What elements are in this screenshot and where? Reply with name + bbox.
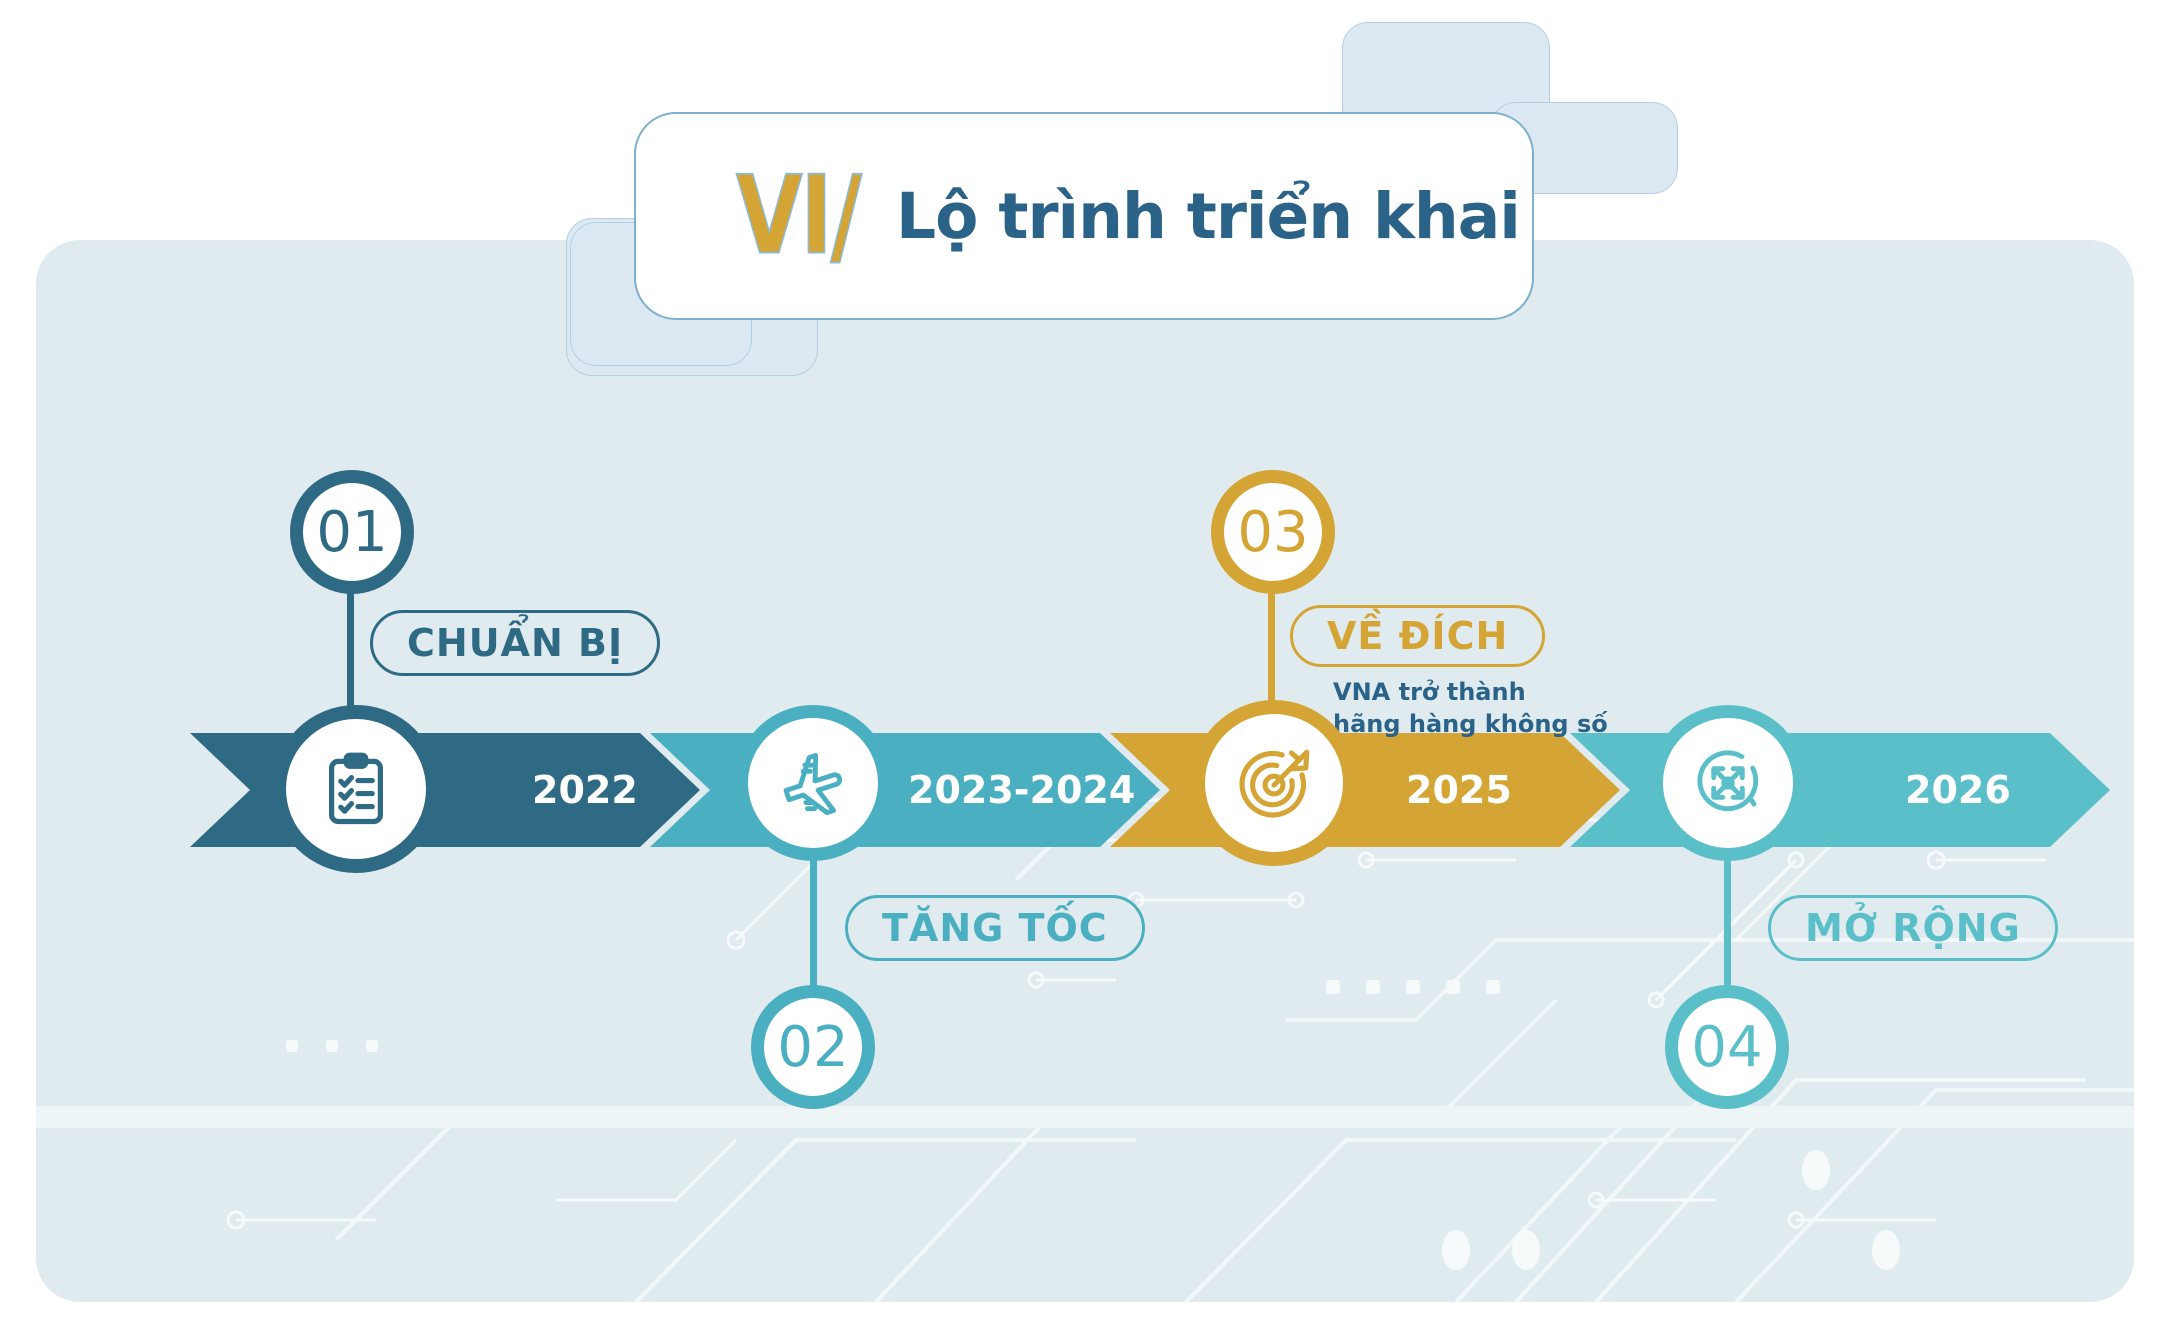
connector-step-1 xyxy=(347,560,354,730)
step-number-label-02: 02 xyxy=(777,1014,849,1080)
page-title: Lộ trình triển khai xyxy=(895,179,1521,253)
expand-arrows-icon xyxy=(1697,750,1759,812)
step-year-text-01: 2022 xyxy=(532,768,638,812)
airplane-icon xyxy=(783,753,843,816)
connector-step-4 xyxy=(1724,845,1731,1015)
step-label-pill-02[interactable]: TĂNG TỐC xyxy=(845,895,1145,961)
step-year-label-04: 2026 xyxy=(1905,768,2011,812)
step-label-text-03: VỀ ĐÍCH xyxy=(1327,614,1509,658)
step-year-text-04: 2026 xyxy=(1905,768,2011,812)
connector-step-2 xyxy=(810,845,817,1015)
step-year-text-02: 2023-2024 xyxy=(908,768,1136,812)
step-year-label-01: 2022 xyxy=(532,768,638,812)
step-label-text-04: MỞ RỘNG xyxy=(1805,906,2021,950)
step-icon-circle-02[interactable] xyxy=(735,705,891,861)
target-arrow-icon xyxy=(1239,749,1310,818)
step-number-circle-04[interactable]: 04 xyxy=(1665,985,1789,1109)
step-year-text-03: 2025 xyxy=(1406,768,1512,812)
step-label-pill-01[interactable]: CHUẨN BỊ xyxy=(370,610,661,676)
step-number-label-04: 04 xyxy=(1691,1014,1763,1080)
step-icon-circle-04[interactable] xyxy=(1650,705,1806,861)
section-number-prefix: VI/ xyxy=(735,153,862,279)
step-label-text-02: TĂNG TỐC xyxy=(882,906,1108,950)
step-number-label-01: 01 xyxy=(316,499,388,565)
step-number-circle-02[interactable]: 02 xyxy=(751,985,875,1109)
step-year-label-03: 2025 xyxy=(1406,768,1512,812)
section-title-card: VI/ Lộ trình triển khai xyxy=(634,112,1534,320)
step-number-circle-03[interactable]: 03 xyxy=(1211,470,1335,594)
step-number-circle-01[interactable]: 01 xyxy=(290,470,414,594)
clipboard-checklist-icon xyxy=(329,752,383,825)
connector-step-3 xyxy=(1268,560,1275,730)
panel-highlight-band xyxy=(36,1106,2134,1128)
step-label-pill-04[interactable]: MỞ RỘNG xyxy=(1768,895,2058,961)
step-year-label-02: 2023-2024 xyxy=(908,768,1135,812)
step-icon-circle-03[interactable] xyxy=(1191,700,1357,866)
step-label-pill-03[interactable]: VỀ ĐÍCH xyxy=(1290,605,1546,667)
step-icon-circle-01[interactable] xyxy=(272,705,440,873)
chevron-bar-step-3 xyxy=(1110,733,1620,847)
step-subtitle-03: VNA trở thành hãng hàng không số xyxy=(1333,678,1608,739)
step-number-label-03: 03 xyxy=(1237,499,1309,565)
step-label-text-01: CHUẨN BỊ xyxy=(407,621,624,665)
